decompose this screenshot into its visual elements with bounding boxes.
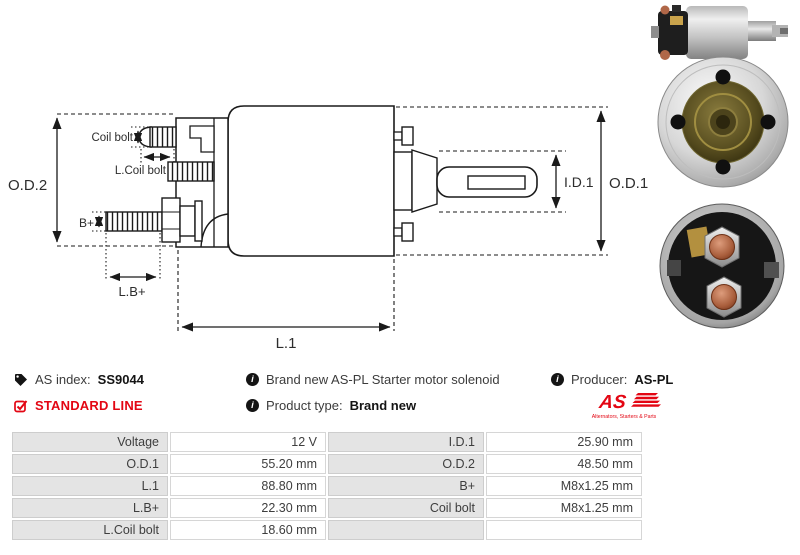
spec-label-cell: L.B+ (12, 498, 168, 518)
spec-label-cell: Coil bolt (328, 498, 484, 518)
spec-label-cell (328, 520, 484, 540)
standard-line-row: STANDARD LINE (14, 398, 144, 413)
spec-label-cell: I.D.1 (328, 432, 484, 452)
dim-label-id1: I.D.1 (564, 174, 594, 190)
solenoid-outline (105, 105, 538, 257)
producer-label: Producer: (571, 372, 628, 387)
dim-label-lb-plus: L.B+ (118, 284, 145, 299)
spec-label-cell: B+ (328, 476, 484, 496)
svg-text:Alternators, Starters & Parts: Alternators, Starters & Parts (592, 414, 657, 420)
product-photo-front-view (657, 56, 789, 188)
dim-label-b-plus: B+ (79, 216, 94, 230)
spec-value-cell (486, 520, 642, 540)
dim-label-od2: O.D.2 (8, 177, 47, 194)
product-photo-rear-view (659, 203, 785, 329)
product-type-value: Brand new (349, 398, 417, 413)
table-row: L.1 88.80 mm B+ M8x1.25 mm (12, 476, 642, 496)
product-type-label: Product type: (266, 398, 343, 413)
as-index-value: SS9044 (97, 372, 144, 387)
technical-drawing: O.D.2 O.D.1 I.D.1 L.1 L.B+ B+ Coil bolt … (8, 105, 648, 352)
svg-text:AS: AS (597, 392, 628, 413)
dimension-lines (52, 106, 608, 332)
product-description: Brand new AS-PL Starter motor solenoid (266, 372, 500, 387)
info-icon: i (551, 373, 564, 386)
tag-icon (15, 373, 27, 386)
spec-label-cell: O.D.2 (328, 454, 484, 474)
description-row: i Brand new AS-PL Starter motor solenoid (246, 372, 500, 387)
specifications-table: Voltage 12 V I.D.1 25.90 mm O.D.1 55.20 … (10, 430, 644, 542)
info-icon: i (246, 399, 259, 412)
spec-value-cell: M8x1.25 mm (486, 476, 642, 496)
table-row: L.Coil bolt 18.60 mm (12, 520, 642, 540)
as-index-row: AS index: SS9044 (14, 372, 144, 387)
spec-value-cell: 22.30 mm (170, 498, 326, 518)
table-row: Voltage 12 V I.D.1 25.90 mm (12, 432, 642, 452)
spec-value-cell: 12 V (170, 432, 326, 452)
spec-label-cell: O.D.1 (12, 454, 168, 474)
spec-value-cell: 18.60 mm (170, 520, 326, 540)
table-row: O.D.1 55.20 mm O.D.2 48.50 mm (12, 454, 642, 474)
product-photo-side-view (651, 5, 788, 60)
spec-label-cell: L.1 (12, 476, 168, 496)
spec-label-cell: Voltage (12, 432, 168, 452)
as-index-label: AS index: (35, 372, 91, 387)
spec-value-cell: 55.20 mm (170, 454, 326, 474)
dim-label-od1: O.D.1 (609, 175, 648, 192)
table-row: L.B+ 22.30 mm Coil bolt M8x1.25 mm (12, 498, 642, 518)
dim-label-l-coil-bolt: L.Coil bolt (115, 165, 167, 177)
producer-row: i Producer: AS-PL (551, 372, 673, 387)
dim-label-l1: L.1 (276, 335, 297, 352)
product-type-row: i Product type: Brand new (246, 398, 500, 413)
checkbox-icon (14, 399, 28, 412)
producer-value: AS-PL (634, 372, 674, 387)
spec-value-cell: 88.80 mm (170, 476, 326, 496)
info-bar: AS index: SS9044 STANDARD LINE i Brand n… (0, 372, 800, 430)
brand-logo: AS Alternators, Starters & Parts (585, 392, 673, 420)
spec-value-cell: 48.50 mm (486, 454, 642, 474)
spec-value-cell: M8x1.25 mm (486, 498, 642, 518)
spec-label-cell: L.Coil bolt (12, 520, 168, 540)
info-icon: i (246, 373, 259, 386)
spec-value-cell: 25.90 mm (486, 432, 642, 452)
dim-label-coil-bolt: Coil bolt (91, 132, 133, 144)
standard-line-badge: STANDARD LINE (35, 398, 143, 413)
as-pl-logo-icon: AS Alternators, Starters & Parts (592, 392, 661, 420)
